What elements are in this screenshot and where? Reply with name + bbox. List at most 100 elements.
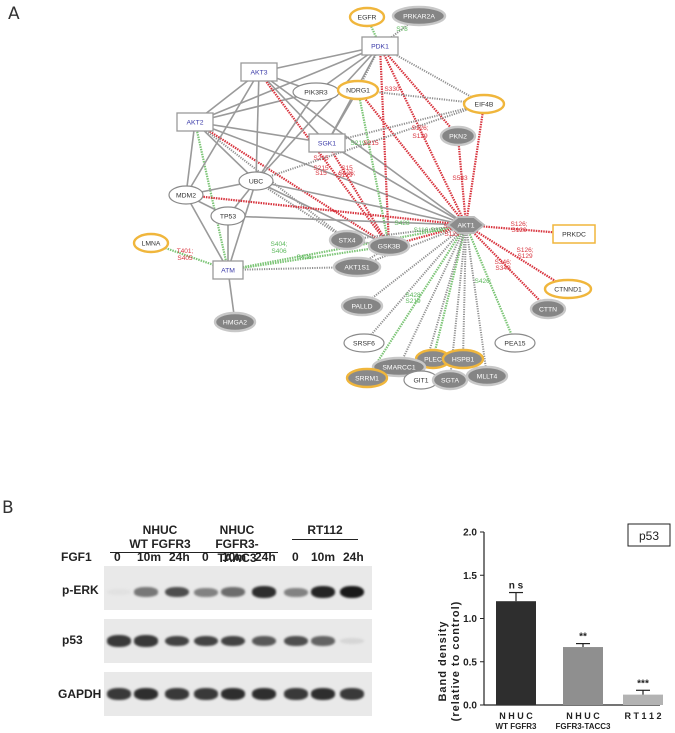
node-akt3: AKT3 xyxy=(240,62,278,82)
chart-title-box xyxy=(627,523,671,547)
edge-eif4b-akt1 xyxy=(464,103,486,226)
node-label: AKT3 xyxy=(251,70,268,77)
edge-akt1-palld xyxy=(361,224,467,307)
group-wt-line1: NHUC xyxy=(142,523,178,537)
node-label: HMGA2 xyxy=(223,320,247,327)
node-label: EIF4B xyxy=(475,102,494,109)
edge-akt3-ubc xyxy=(255,71,260,182)
site-label: S129 xyxy=(444,231,460,238)
edge-akt3-gsk3b xyxy=(258,71,390,247)
node-label: GSK3B xyxy=(378,244,401,251)
node-stx4: STX4 xyxy=(328,229,366,251)
node-label: PDK1 xyxy=(371,44,389,51)
node-label: CTNND1 xyxy=(554,287,582,294)
edge-akt1-hspb1 xyxy=(462,224,467,360)
group-taac3-line2: FGFR3-TAAC3 xyxy=(215,537,259,565)
blot-band xyxy=(194,587,218,597)
edge-akt1-cttn xyxy=(465,224,549,310)
blot-band xyxy=(134,635,158,647)
blot-band xyxy=(340,637,364,645)
site-label: S406 xyxy=(271,248,287,255)
site-label: S426; xyxy=(297,254,314,261)
node-gsk3b: GSK3B xyxy=(367,235,411,257)
blot-band xyxy=(165,586,189,598)
node-label: SMARCC1 xyxy=(382,365,415,372)
node-label: MLLT4 xyxy=(477,374,498,381)
node-pea15: PEA15 xyxy=(494,333,536,353)
node-label: STX4 xyxy=(339,238,356,245)
chart-title: p53 xyxy=(639,529,659,543)
node-prkar2a: PRKAR2A xyxy=(391,5,447,27)
timepoint-0: 0 xyxy=(114,550,121,564)
site-label: S116 xyxy=(414,227,429,234)
edge-akt1-pea15 xyxy=(464,224,517,344)
node-hspb1: HSPB1 xyxy=(441,348,485,370)
edge-akt1-akt1s1 xyxy=(356,224,467,268)
timepoint-7: 10m xyxy=(311,550,336,564)
interaction-network: S78S330S126;S129S219S215S215S215S15S15S1… xyxy=(132,5,596,391)
site-label: S126; xyxy=(517,247,534,254)
node-prkdc: PRKDC xyxy=(552,224,596,244)
bar xyxy=(623,694,663,705)
y-tick-label: 2.0 xyxy=(463,528,477,539)
node-eif4b: EIF4B xyxy=(462,93,506,115)
timepoint-4: 10m xyxy=(222,550,247,564)
site-label: S330 xyxy=(384,86,400,93)
node-label: SRRM1 xyxy=(355,376,379,383)
edge-akt1-srrm1 xyxy=(366,224,467,379)
group-header-wt: NHUC WT FGFR3 xyxy=(110,523,210,551)
blot-band xyxy=(134,587,158,597)
blot-band xyxy=(194,635,218,647)
group-header-taac3: NHUC FGFR3-TAAC3 xyxy=(196,523,278,565)
edge-sgk1-eif4b xyxy=(326,103,485,144)
edge-ubc-akt1 xyxy=(255,180,467,226)
edge-mdm2-akt1 xyxy=(185,193,467,227)
site-label: S126; xyxy=(339,170,356,177)
node-label: LMNA xyxy=(142,241,161,248)
node-akt2: AKT2 xyxy=(176,112,214,132)
node-label: PRKDC xyxy=(562,232,586,239)
blot-band xyxy=(340,586,364,598)
blot-band xyxy=(221,587,245,597)
site-label: S126; xyxy=(511,221,528,228)
edge-pdk1-gsk3b xyxy=(378,45,391,247)
node-label: HSPB1 xyxy=(452,357,475,364)
group-underline-rt112 xyxy=(292,539,358,540)
edge-akt3-mdm2 xyxy=(185,71,260,196)
site-label: S15 xyxy=(341,165,353,172)
site-label: S215 xyxy=(363,140,379,147)
node-mllt4: MLLT4 xyxy=(465,365,509,387)
site-label: S428 xyxy=(394,220,410,227)
node-tp53: TP53 xyxy=(210,206,246,226)
group-underline-taac3 xyxy=(196,552,278,553)
blot-label-gapdh: GAPDH xyxy=(58,687,102,701)
node-label: PEA15 xyxy=(504,341,525,348)
edge-akt1-ctnnd1 xyxy=(465,224,569,290)
edge-ndrg1-eif4b xyxy=(357,89,485,105)
edge-ubc-atm xyxy=(227,180,257,271)
chart-bars: n s***** xyxy=(496,581,663,705)
node-label: AKT1 xyxy=(458,223,475,230)
node-atm: ATM xyxy=(212,260,244,280)
edge-ndrg1-gsk3b xyxy=(356,89,391,247)
timepoint-8: 24h xyxy=(343,550,364,564)
y-tick-label: 0.0 xyxy=(463,701,477,712)
blot-band xyxy=(284,688,308,700)
node-label: AKT1S1 xyxy=(344,265,370,272)
node-ubc: UBC xyxy=(238,171,274,191)
group-rt112-line1: RT112 xyxy=(307,523,343,537)
blot-band xyxy=(252,688,276,700)
blot-band xyxy=(165,635,189,647)
network-edges xyxy=(150,15,575,381)
group-header-rt112: RT112 xyxy=(290,523,360,537)
node-label: PKN2 xyxy=(449,134,467,141)
site-label: S78 xyxy=(396,26,408,33)
blot-strip-perk xyxy=(104,566,372,610)
node-hmga2: HMGA2 xyxy=(213,311,257,333)
blot-band xyxy=(134,688,158,700)
edge-ubc-pik3r3 xyxy=(255,91,317,182)
node-ctnnd1: CTNND1 xyxy=(543,278,593,300)
edge-akt3-akt1 xyxy=(258,71,467,226)
node-label: PALLD xyxy=(351,304,372,311)
